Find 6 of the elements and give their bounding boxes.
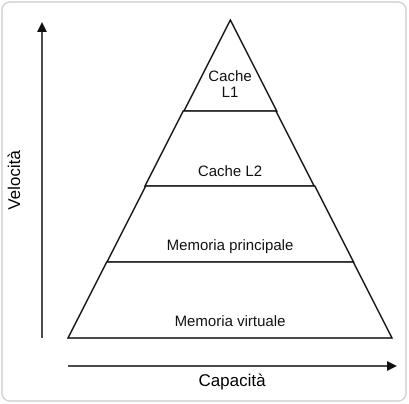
layer-label: Memoria principale xyxy=(166,237,294,254)
layer-label: Cache L1 xyxy=(207,69,253,101)
axis-label: Velocità xyxy=(5,150,25,210)
layer-label: Memoria virtuale xyxy=(174,313,286,330)
axis-label: Capacità xyxy=(198,371,266,391)
layer-label: Cache L2 xyxy=(196,163,264,180)
